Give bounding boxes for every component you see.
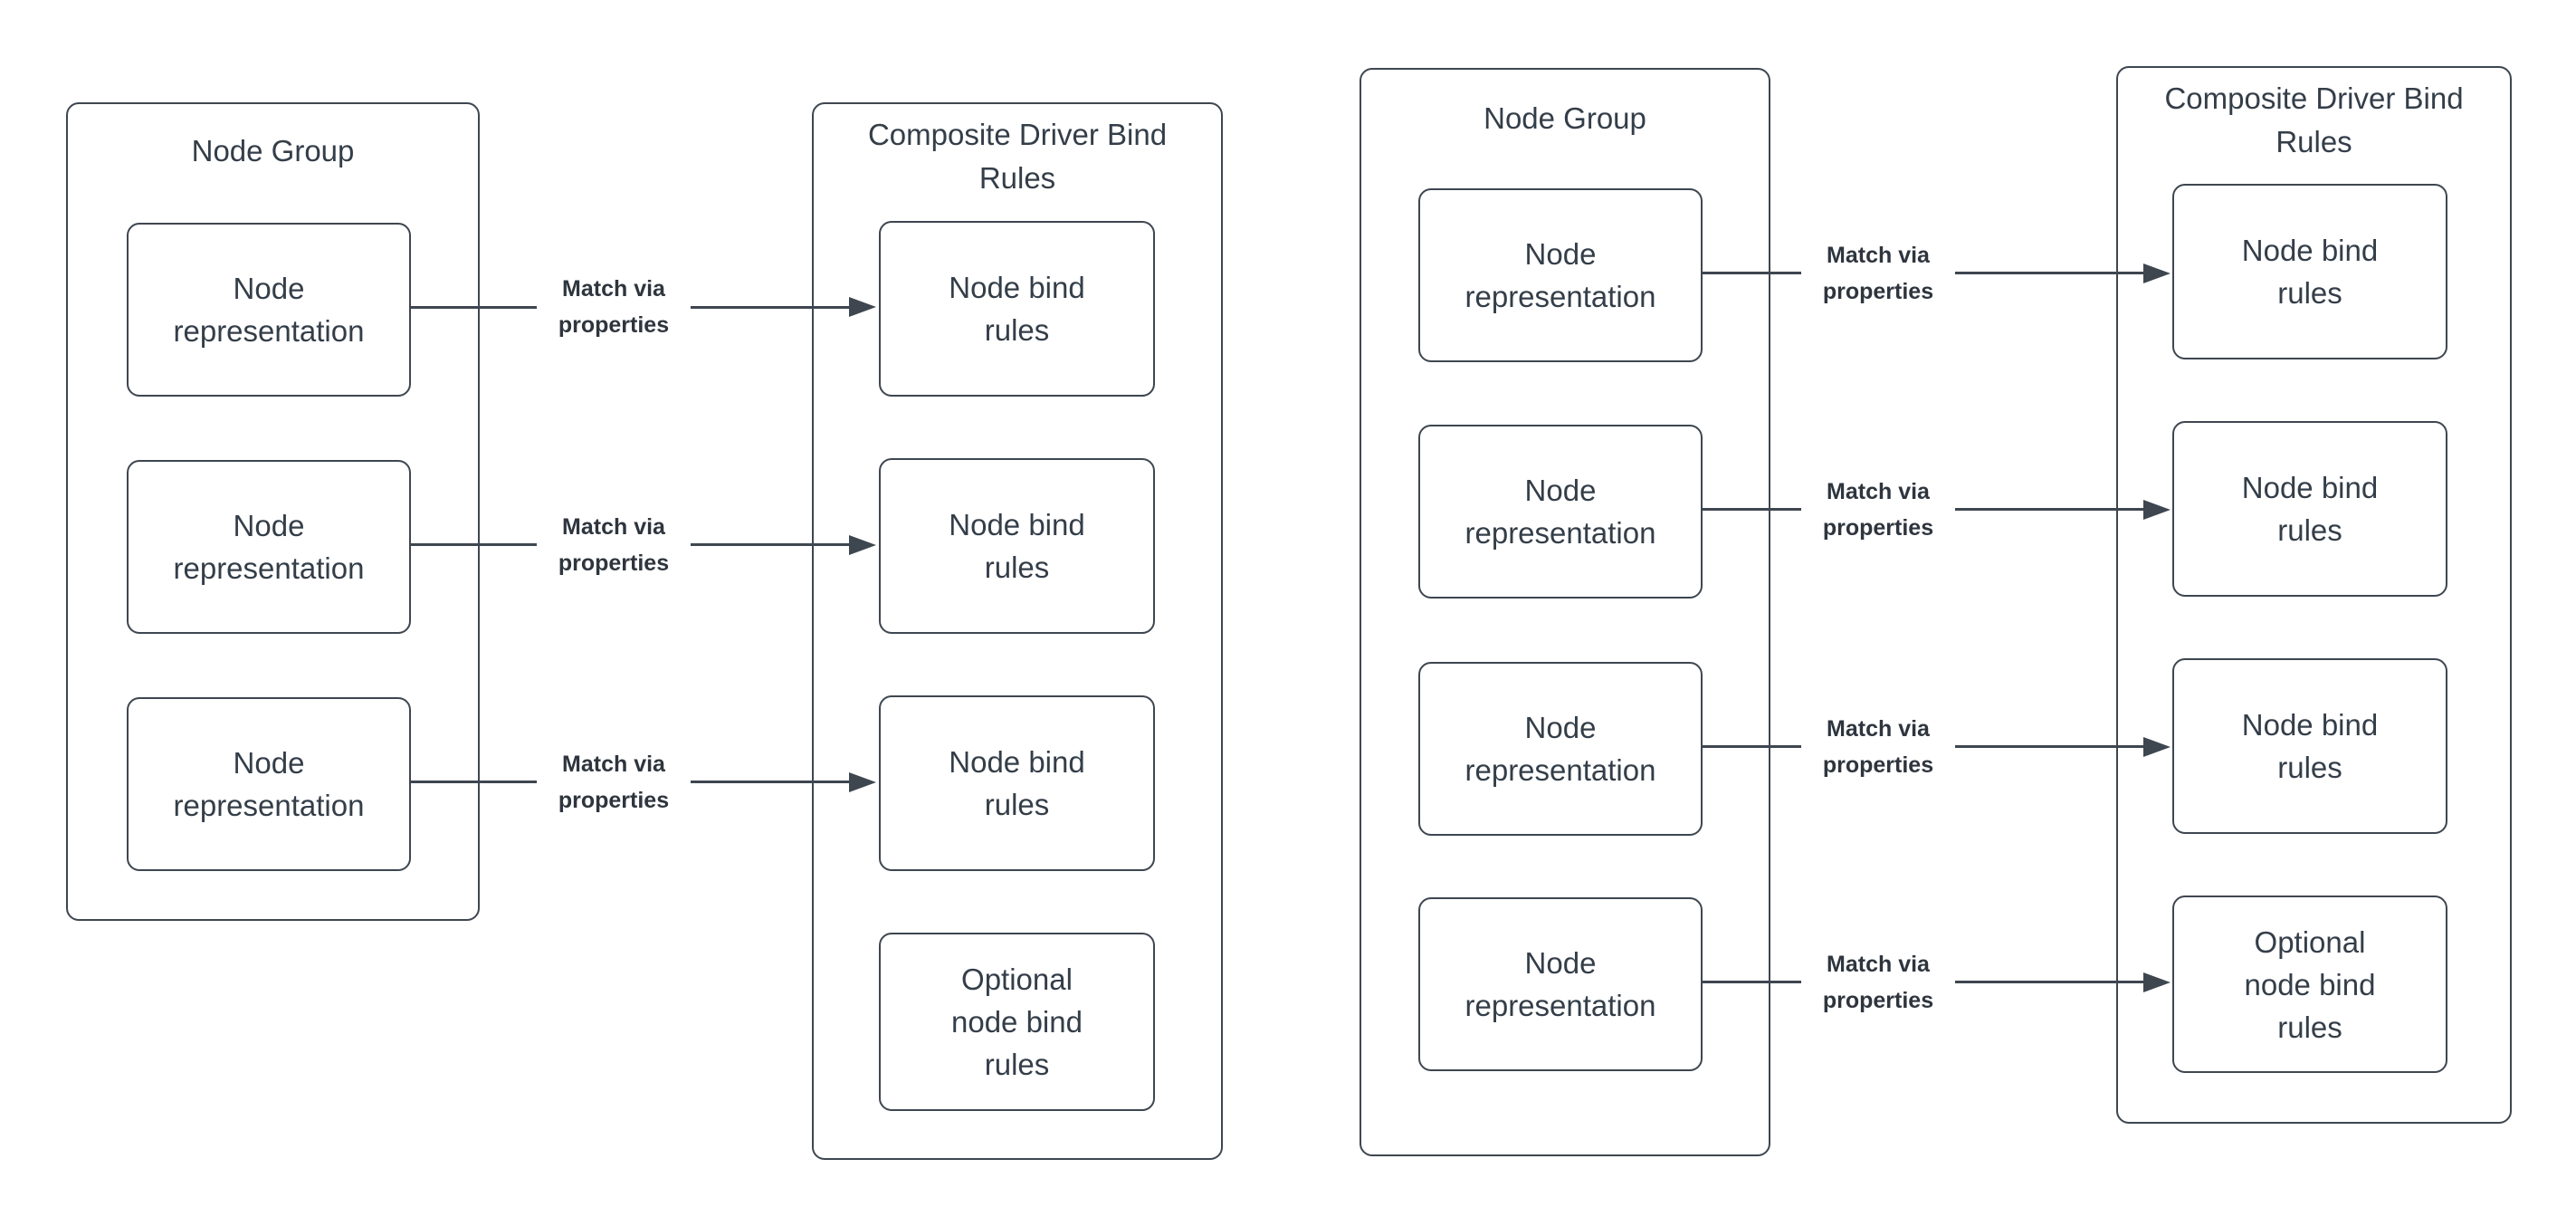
node-representation-label: Node representation [1465, 237, 1656, 313]
node-bind-rules-label: Node bind rules [949, 745, 1085, 821]
node-bind-rules-box: Node bind rules [879, 221, 1155, 397]
edge-label: Match via properties [1801, 707, 1955, 787]
node-representation-label: Node representation [1465, 474, 1656, 550]
node-bind-rules-label: Node bind rules [949, 508, 1085, 584]
optional-node-bind-rules-label: Optional node bind rules [951, 963, 1083, 1081]
node-bind-rules-box: Node bind rules [879, 695, 1155, 871]
composite-driver-title: Composite Driver Bind Rules [814, 113, 1221, 200]
node-bind-rules-label: Node bind rules [2241, 234, 2379, 310]
node-bind-rules-label: Node bind rules [2241, 708, 2379, 784]
node-bind-rules-box: Node bind rules [2172, 658, 2447, 834]
node-representation-box: Node representation [1418, 897, 1703, 1071]
edge-label: Match via properties [1801, 234, 1955, 313]
arrowhead-icon [849, 535, 876, 555]
node-bind-rules-box: Node bind rules [2172, 184, 2447, 359]
arrowhead-icon [2143, 500, 2171, 520]
node-bind-rules-label: Node bind rules [2241, 471, 2379, 547]
composite-driver-title-text: Composite Driver Bind Rules [867, 118, 1168, 195]
optional-node-bind-rules-box: Optional node bind rules [2172, 896, 2447, 1073]
node-group-title: Node Group [68, 129, 478, 173]
node-representation-box: Node representation [127, 697, 411, 871]
arrowhead-icon [2143, 737, 2171, 757]
node-group-title-text: Node Group [191, 134, 355, 168]
optional-node-bind-rules-label: Optional node bind rules [2244, 924, 2376, 1044]
node-representation-label: Node representation [173, 509, 365, 585]
arrowhead-icon [2143, 972, 2171, 992]
node-representation-label: Node representation [173, 746, 365, 822]
node-representation-label: Node representation [1465, 711, 1656, 787]
arrowhead-icon [849, 772, 876, 792]
edge-label: Match via properties [537, 742, 691, 822]
node-bind-rules-box: Node bind rules [2172, 421, 2447, 597]
edge-label: Match via properties [537, 505, 691, 585]
edge-label: Match via properties [1801, 470, 1955, 550]
node-bind-rules-box: Node bind rules [879, 458, 1155, 634]
edge-label: Match via properties [537, 267, 691, 347]
node-group-title-text: Node Group [1484, 101, 1646, 135]
arrowhead-icon [2143, 263, 2171, 283]
optional-node-bind-rules-box: Optional node bind rules [879, 933, 1155, 1111]
node-representation-box: Node representation [127, 460, 411, 634]
node-representation-box: Node representation [1418, 188, 1703, 362]
edge-label: Match via properties [1801, 943, 1955, 1022]
node-representation-box: Node representation [1418, 425, 1703, 599]
node-representation-box: Node representation [1418, 662, 1703, 836]
node-bind-rules-label: Node bind rules [949, 271, 1085, 347]
node-group-title: Node Group [1361, 97, 1769, 140]
node-representation-box: Node representation [127, 223, 411, 397]
composite-driver-title: Composite Driver Bind Rules [2118, 77, 2510, 164]
node-representation-label: Node representation [173, 272, 365, 348]
node-representation-label: Node representation [1465, 946, 1656, 1022]
composite-driver-title-text: Composite Driver Bind Rules [2164, 81, 2464, 158]
arrowhead-icon [849, 297, 876, 317]
